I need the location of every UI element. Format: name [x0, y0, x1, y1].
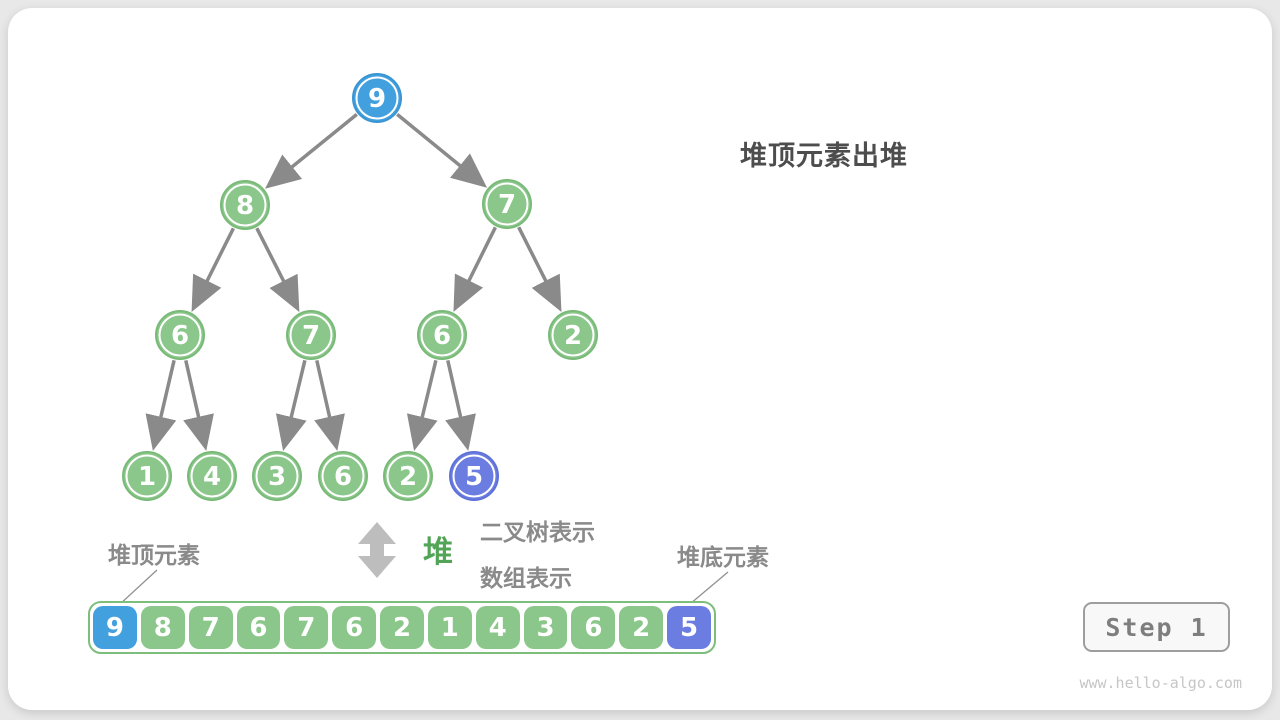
- content-card: [8, 8, 1272, 710]
